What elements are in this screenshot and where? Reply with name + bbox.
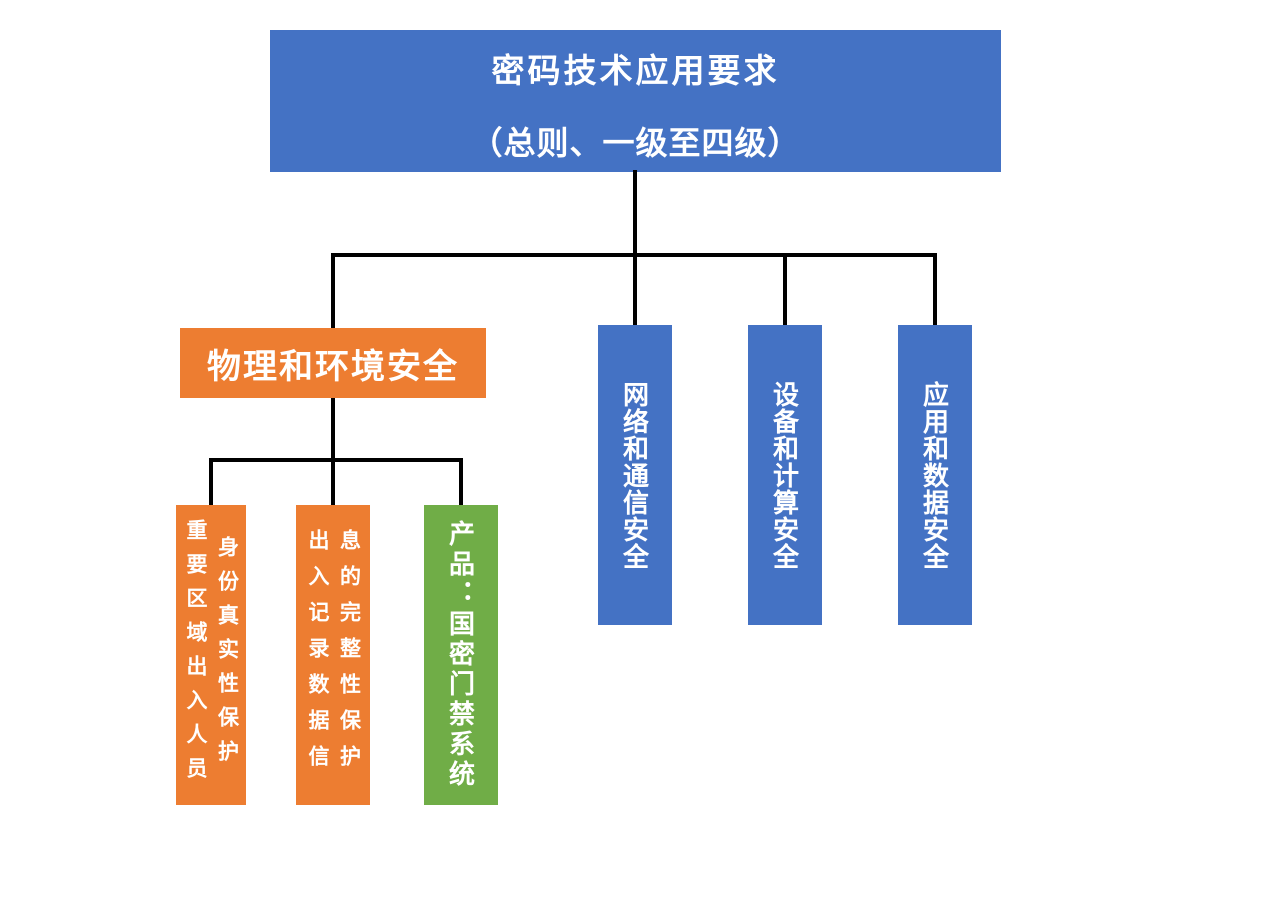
- root-title: 密码技术应用要求: [491, 52, 780, 89]
- node-physical-label: 物理和环境安全: [207, 347, 459, 386]
- connector-drop-device: [783, 255, 787, 325]
- connector-drop-child-2: [331, 460, 335, 505]
- node-physical-environment-security: 物理和环境安全: [180, 328, 486, 398]
- connector-children-bar: [209, 458, 463, 462]
- connector-drop-physical: [331, 255, 335, 328]
- node-product-sm-access-control: 产品：国密门禁系统: [424, 505, 498, 805]
- node-record-integrity-label: 出入记录数据信 息的完整性保护: [306, 529, 361, 781]
- connector-root-stem: [633, 170, 637, 256]
- node-network-communication-security: 网络和通信安全: [598, 325, 672, 625]
- connector-drop-application: [933, 255, 937, 325]
- connector-drop-child-1: [209, 460, 213, 505]
- node-identity-authenticity-protection: 重要区域出入人员 身份真实性保护: [176, 505, 246, 805]
- node-identity-authenticity-label: 重要区域出入人员 身份真实性保护: [184, 519, 239, 791]
- node-application-data-security: 应用和数据安全: [898, 325, 972, 625]
- root-subtitle: （总则、一级至四级）: [470, 125, 801, 161]
- connector-drop-network: [633, 255, 637, 325]
- connector-physical-stem: [331, 396, 335, 460]
- node-device-computing-security: 设备和计算安全: [748, 325, 822, 625]
- node-record-integrity-protection: 出入记录数据信 息的完整性保护: [296, 505, 370, 805]
- node-device-label: 设备和计算安全: [769, 380, 800, 570]
- node-network-label: 网络和通信安全: [619, 380, 650, 570]
- node-product-label: 产品：国密门禁系统: [445, 520, 476, 790]
- root-node-crypto-requirements: 密码技术应用要求 （总则、一级至四级）: [270, 30, 1001, 172]
- node-application-label: 应用和数据安全: [919, 380, 950, 570]
- connector-drop-child-3: [459, 460, 463, 505]
